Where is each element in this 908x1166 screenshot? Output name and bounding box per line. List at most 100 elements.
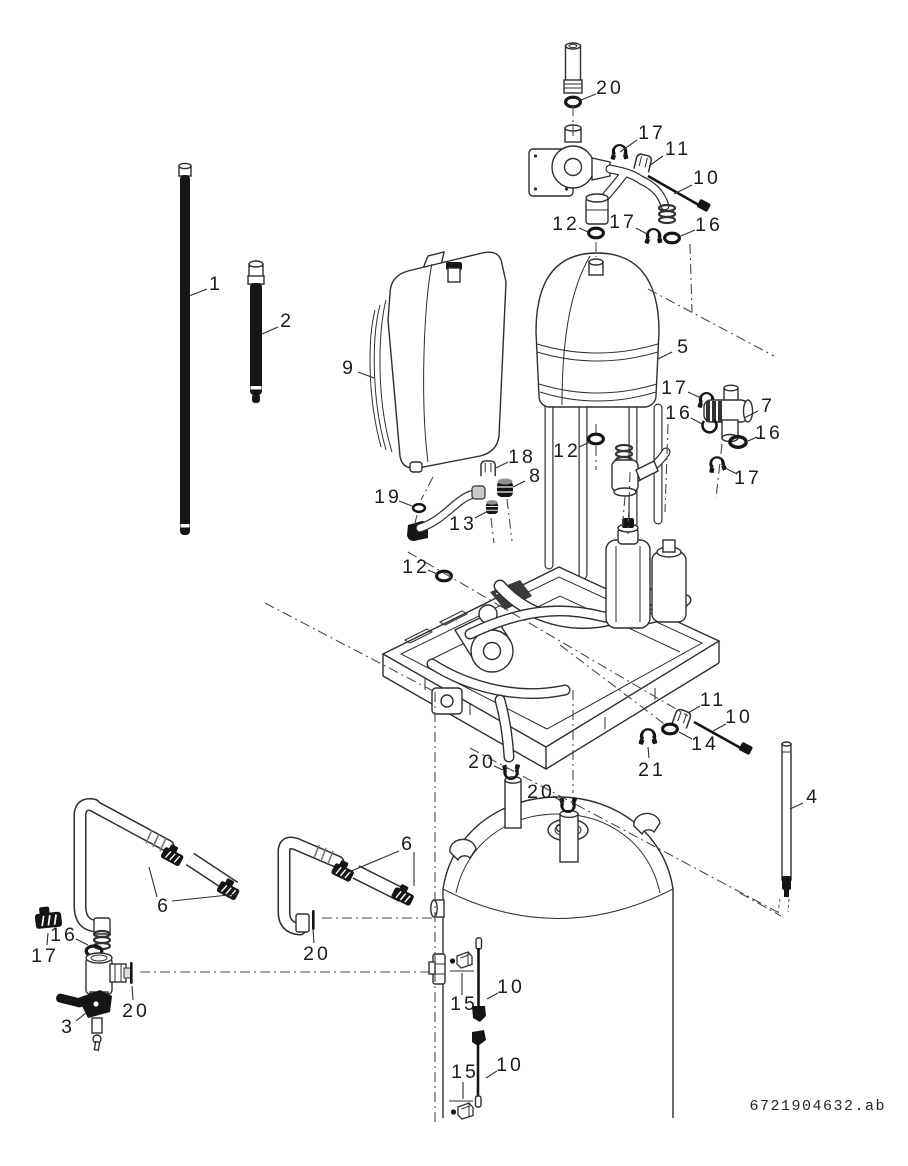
c-ring-16-b xyxy=(701,419,718,434)
overflow-pipe-4 xyxy=(777,741,792,913)
callout-leader-line xyxy=(261,326,279,335)
pin-20-e xyxy=(312,910,315,930)
document-number: 6721904632.ab xyxy=(749,1098,886,1115)
elbow-fitting xyxy=(611,443,659,497)
callout-label-21: 21 xyxy=(638,759,666,781)
callout-leader-line xyxy=(657,351,673,360)
callout-leader-line xyxy=(171,893,239,902)
callout-leader-line xyxy=(789,802,804,810)
callout-label-17: 17 xyxy=(638,122,666,144)
straight-pipe-2 xyxy=(247,260,265,403)
callout-label-3: 3 xyxy=(61,1016,75,1038)
tank-pipe-stub-b xyxy=(559,813,579,863)
callout-leader-line xyxy=(678,731,693,740)
middle-hose-assembly xyxy=(277,836,418,936)
construction-lines xyxy=(140,106,784,1124)
callout-label-12: 12 xyxy=(552,213,580,235)
callout-leader-line xyxy=(427,569,438,575)
callout-label-19: 19 xyxy=(374,486,402,508)
callout-label-20: 20 xyxy=(527,781,555,803)
callout-label-20: 20 xyxy=(596,77,624,99)
callout-leader-line xyxy=(474,510,489,519)
pin-20-d xyxy=(130,962,133,984)
callout-label-11: 11 xyxy=(700,689,726,711)
retaining-clip-21 xyxy=(638,728,658,746)
callout-label-6: 6 xyxy=(157,895,171,917)
callout-leader-line xyxy=(312,928,315,944)
top-pump-assembly xyxy=(528,42,711,245)
storage-tank xyxy=(428,776,674,1118)
pipe-stub-top xyxy=(563,42,583,94)
expansion-tank-round xyxy=(535,252,660,408)
callout-label-20: 20 xyxy=(468,751,496,773)
callout-leader-line xyxy=(75,1012,87,1022)
lifting-lug-right xyxy=(633,812,661,836)
callout-leader-line xyxy=(357,371,375,379)
sensor-group-lower xyxy=(450,1030,486,1120)
straight-pipe-1 xyxy=(178,162,192,535)
tee-fitting-7-group xyxy=(697,384,754,474)
callout-label-13: 13 xyxy=(449,513,477,535)
callout-leader-line xyxy=(75,938,89,946)
callout-leader-line xyxy=(398,500,413,507)
expansion-vessel-flat xyxy=(369,251,507,473)
callout-label-10: 10 xyxy=(693,167,721,189)
nut-13 xyxy=(485,499,499,515)
vent-pipe-13-group xyxy=(407,460,514,541)
lifting-lug-left xyxy=(449,838,477,862)
callout-leader-line xyxy=(46,932,49,946)
o-ring-12-b xyxy=(587,432,605,446)
sensor-group-upper xyxy=(449,937,486,1022)
callout-leader-line xyxy=(578,227,589,233)
drain-valve-3 xyxy=(56,990,112,1052)
callout-label-6: 6 xyxy=(401,833,415,855)
callout-label-7: 7 xyxy=(761,395,775,417)
callout-leader-line xyxy=(188,288,208,297)
callout-label-10: 10 xyxy=(725,706,753,728)
callout-label-20: 20 xyxy=(122,1000,150,1022)
callout-leader-line xyxy=(619,139,638,153)
callout-label-9: 9 xyxy=(342,357,356,379)
callout-leader-line xyxy=(580,93,597,101)
callout-label-20: 20 xyxy=(303,943,331,965)
sensor-clip-15-b xyxy=(450,1102,474,1120)
callout-leader-line xyxy=(673,184,693,195)
o-ring-14 xyxy=(661,722,679,736)
circulation-pump-icon xyxy=(528,124,611,197)
o-ring-12-a xyxy=(587,226,605,240)
callout-leader-line xyxy=(747,436,758,442)
callout-label-17: 17 xyxy=(734,467,762,489)
callout-leader-line xyxy=(680,229,696,237)
callout-leader-line xyxy=(578,441,591,448)
fill-tee-fitting xyxy=(85,952,133,1001)
callout-leader-line xyxy=(493,765,504,771)
retaining-clip-17-d xyxy=(706,454,728,474)
callout-label-16: 16 xyxy=(50,924,78,946)
o-ring-20-top xyxy=(564,95,582,109)
chassis-canister-1 xyxy=(605,518,651,629)
callout-leader-line xyxy=(648,155,664,167)
callout-leader-line xyxy=(687,391,702,399)
callout-label-2: 2 xyxy=(280,310,294,332)
retaining-clip-17-a xyxy=(610,144,629,161)
sensor-rod-10-a xyxy=(647,174,711,212)
callout-label-15: 15 xyxy=(451,1061,479,1083)
callout-leader-line xyxy=(552,795,562,802)
tank-legs xyxy=(544,403,671,580)
callout-label-5: 5 xyxy=(677,336,691,358)
sensor-clip-15-a xyxy=(449,951,473,969)
callout-label-1: 1 xyxy=(209,273,223,295)
callout-label-12: 12 xyxy=(402,556,430,578)
callout-label-16: 16 xyxy=(755,422,783,444)
callout-leader-line xyxy=(348,850,400,873)
o-ring-19 xyxy=(411,502,427,514)
callout-label-8: 8 xyxy=(529,465,543,487)
sensor-rod-10-b xyxy=(693,720,753,755)
callout-label-11: 11 xyxy=(665,138,691,160)
callout-label-12: 12 xyxy=(553,440,581,462)
callout-label-17: 17 xyxy=(661,377,689,399)
callout-label-14: 14 xyxy=(691,733,719,755)
callout-leader-line xyxy=(712,723,727,732)
